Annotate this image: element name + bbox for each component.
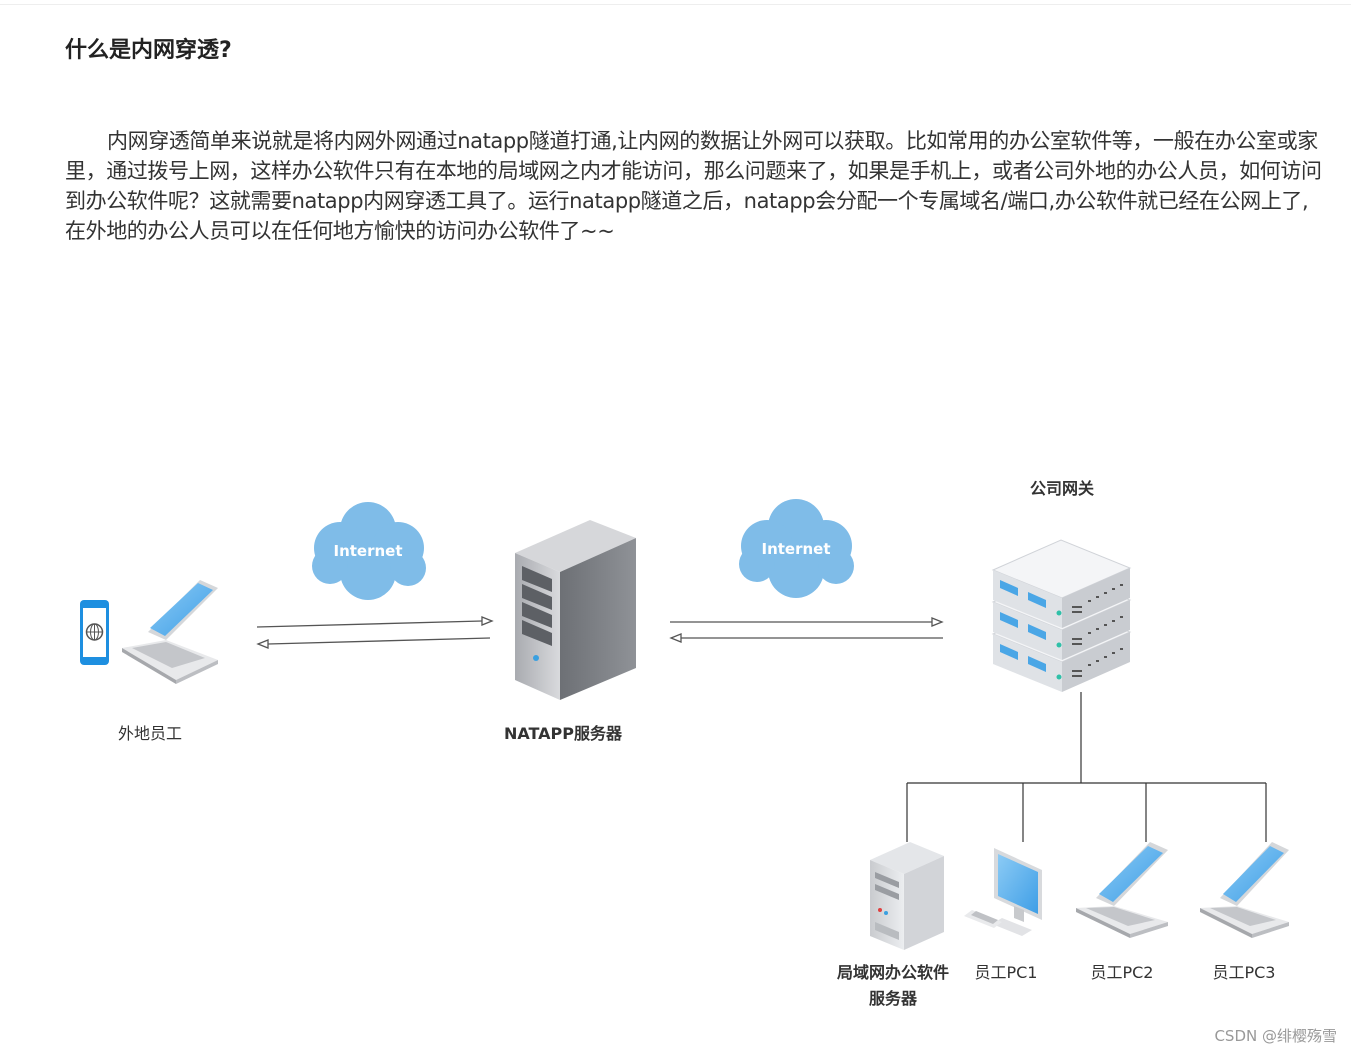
gateway-icon — [991, 539, 1132, 692]
natapp-server-icon — [515, 520, 636, 700]
label-pc3: 员工PC3 — [1212, 963, 1275, 982]
article-paragraph: 内网穿透简单来说就是将内网外网通过natapp隧道打通,让内网的数据让外网可以获… — [65, 129, 1322, 243]
label-lan-server-line2: 服务器 — [869, 989, 918, 1008]
label-company-gateway: 公司网关 — [1030, 479, 1094, 498]
label-lan-server-line1: 局域网办公软件 — [837, 963, 949, 982]
cloud-icon-left: Internet — [312, 502, 426, 600]
lan-server-icon — [870, 842, 944, 950]
laptop-icon-pc3 — [1200, 842, 1289, 938]
csdn-watermark: CSDN @绯樱殇雪 — [1214, 1027, 1337, 1045]
desktop-icon-pc1 — [964, 848, 1042, 936]
cloud-label-left: Internet — [333, 542, 402, 560]
label-pc2: 员工PC2 — [1090, 963, 1153, 982]
label-pc1: 员工PC1 — [974, 963, 1037, 982]
arrows-right — [669, 617, 944, 643]
laptop-icon-pc2 — [1076, 842, 1168, 938]
label-natapp-server: NATAPP服务器 — [504, 724, 623, 743]
cloud-icon-right: Internet — [739, 499, 854, 598]
cloud-label-right: Internet — [761, 540, 830, 558]
article-title: 什么是内网穿透? — [65, 38, 232, 63]
lan-connection-lines — [906, 692, 1267, 842]
top-divider — [0, 4, 1351, 5]
label-remote-employee: 外地员工 — [118, 724, 182, 743]
phone-icon — [80, 600, 109, 665]
arrows-left — [256, 616, 494, 649]
laptop-icon-remote — [122, 580, 218, 684]
